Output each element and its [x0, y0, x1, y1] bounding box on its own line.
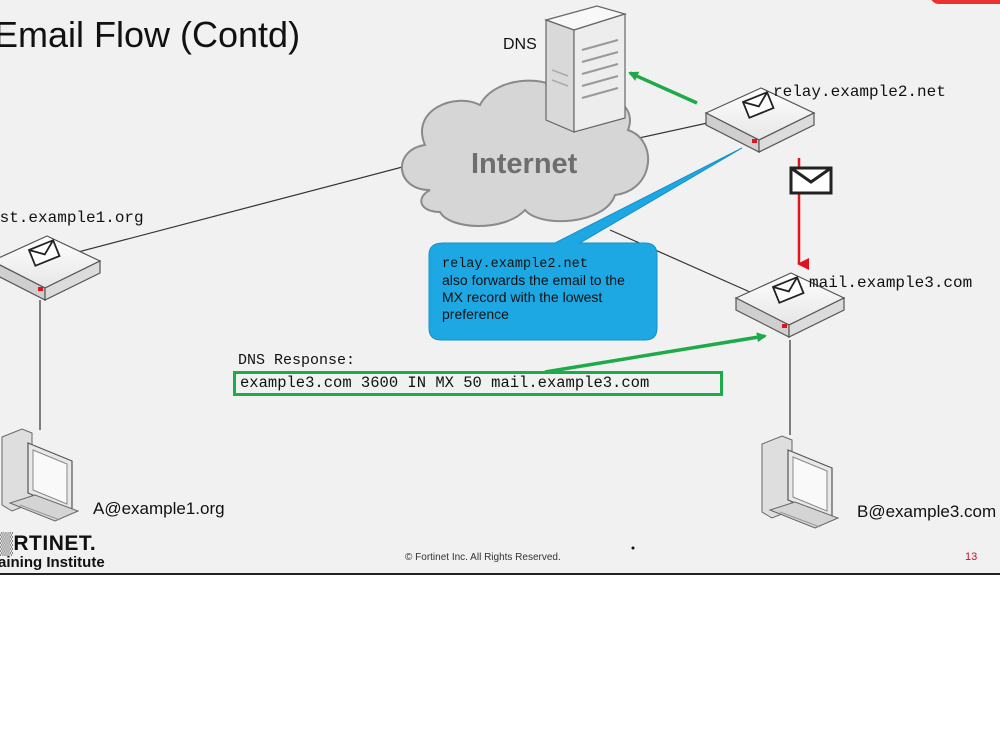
callout-bubble — [428, 147, 743, 341]
link-mail-internet — [609, 229, 751, 293]
relay-gateway-icon — [704, 87, 816, 153]
callout-description: also forwards the email to the MX record… — [442, 272, 625, 322]
network-links — [39, 121, 791, 435]
fortinet-logo: ▒RTINET. — [0, 532, 97, 555]
copyright-notice: © Fortinet Inc. All Rights Reserved. — [405, 552, 561, 563]
mail-gateway-icon — [734, 272, 846, 338]
link-relay-internet — [629, 121, 713, 141]
slide: Email Flow (Contd) DNS Internet relay.ex… — [0, 0, 1000, 573]
sender-host-label: ost.example1.org — [0, 209, 144, 227]
callout-host: relay.example2.net — [442, 257, 588, 272]
user-b-computer-icon — [761, 435, 840, 529]
dns-server-label: DNS — [503, 36, 537, 53]
training-institute-label: aining Institute — [0, 554, 105, 571]
slide-bottom-border — [0, 573, 1000, 575]
link-host-internet — [39, 164, 411, 263]
callout-text: relay.example2.net also forwards the ema… — [434, 247, 644, 323]
internet-label: Internet — [471, 148, 578, 180]
dns-mx-record: example3.com 3600 IN MX 50 mail.example3… — [233, 371, 723, 396]
user-a-label: A@example1.org — [93, 499, 225, 518]
envelope-icon — [789, 166, 833, 195]
user-b-label: B@example3.com — [857, 502, 997, 521]
user-a-computer-icon — [1, 428, 80, 522]
corner-tab — [930, 0, 1000, 4]
host-gateway-icon — [0, 235, 102, 301]
mail-host-label: mail.example3.com — [809, 274, 973, 292]
dns-response-label: DNS Response: — [238, 352, 356, 369]
page-number: 13 — [965, 551, 978, 563]
stray-dot — [631, 546, 635, 550]
dns-server-icon — [544, 5, 628, 133]
relay-host-label: relay.example2.net — [773, 83, 946, 101]
dns-response-arrow — [544, 332, 767, 374]
slide-title: Email Flow (Contd) — [0, 14, 301, 55]
dns-query-arrow — [628, 71, 698, 105]
network-diagram — [0, 5, 846, 550]
